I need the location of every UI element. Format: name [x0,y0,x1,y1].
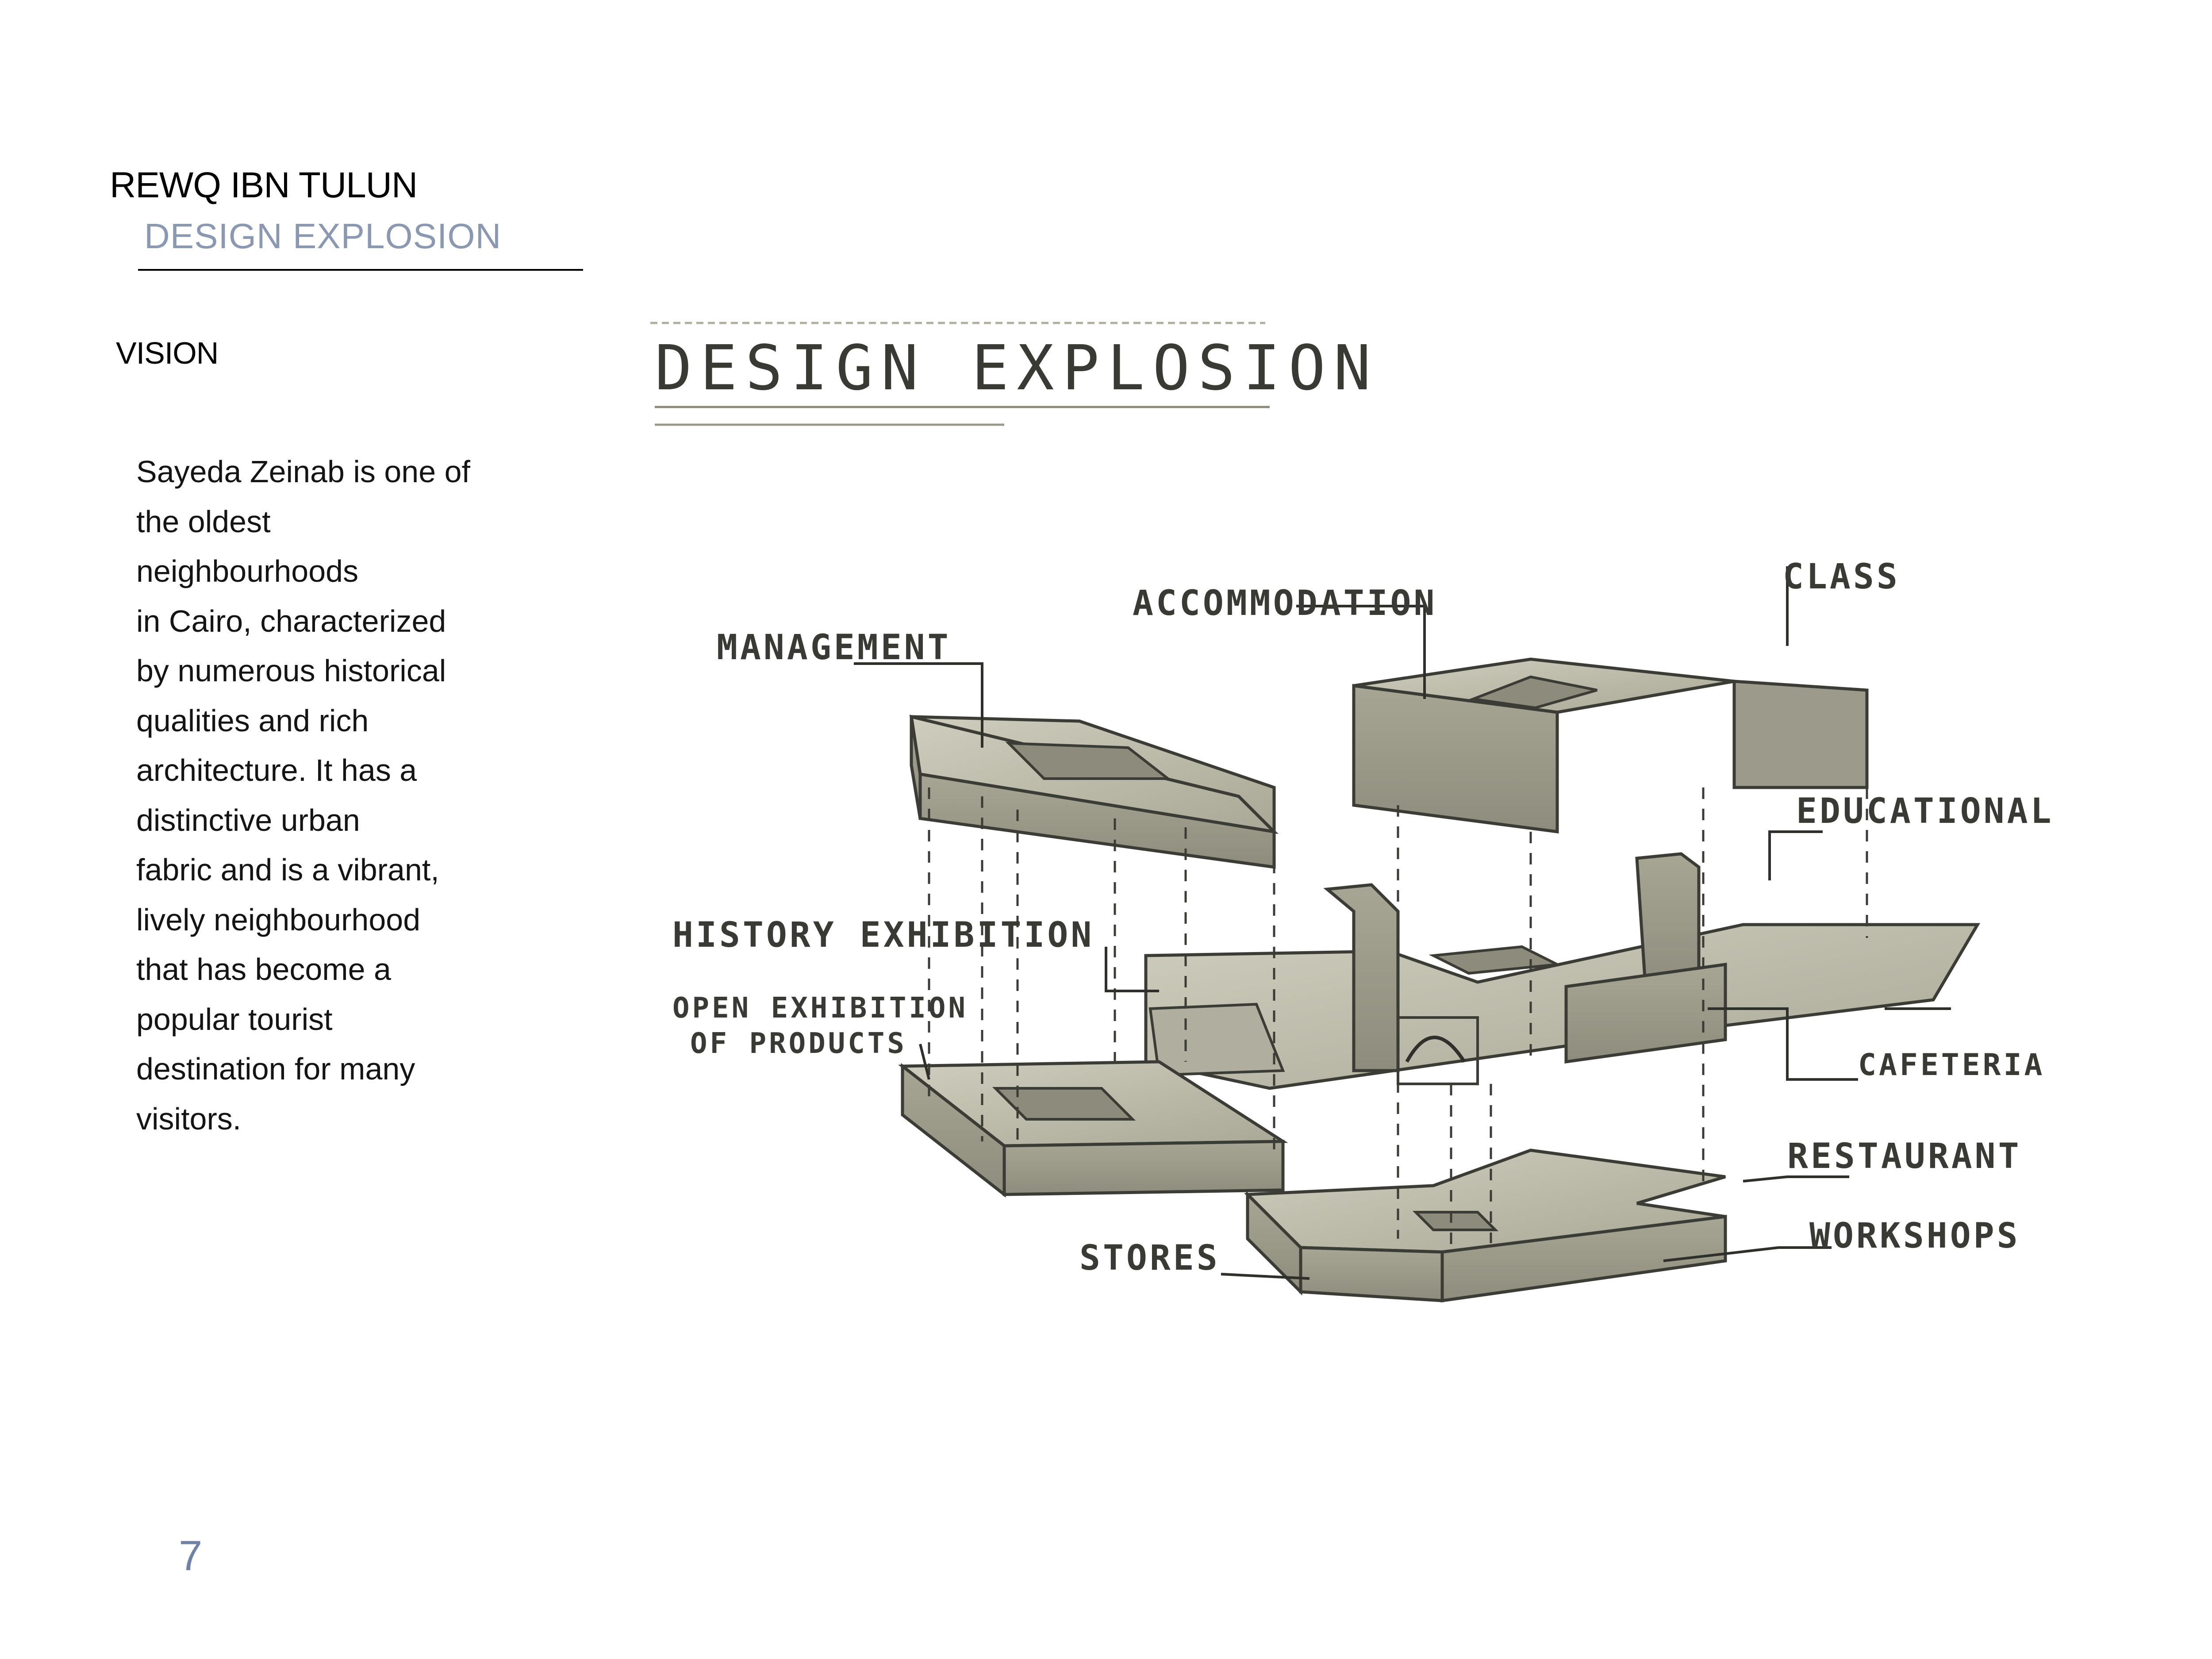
label-management: MANAGEMENT [717,628,951,668]
label-class: CLASS [1783,557,1900,597]
open-exhibition-block [898,1060,1288,1198]
label-of-products: OF PRODUCTS [690,1027,907,1060]
label-accommodation: ACCOMMODATION [1133,584,1437,623]
paragraph-line: by numerous historical [136,653,446,688]
header-title: REWQ IBN TULUN [110,165,418,205]
paragraph-line: Sayeda Zeinab is one of [136,454,470,489]
stores-workshops-block [1244,1148,1727,1303]
page-number: 7 [179,1532,203,1579]
paragraph-line: distinctive urban [136,803,360,837]
accommodation-class-block [1352,657,1869,833]
paragraph-line: that has become a [136,952,391,987]
paragraph-line: popular tourist [136,1002,333,1037]
paragraph-line: qualities and rich [136,703,369,738]
label-stores: STORES [1079,1238,1220,1278]
paragraph-line: in Cairo, characterized [136,603,446,638]
header-subtitle: DESIGN EXPLOSION [144,216,502,256]
management-block [909,714,1279,869]
label-educational: EDUCATIONAL [1796,791,2054,831]
paragraph-line: destination for many [136,1052,415,1086]
sketch-title-block: DESIGN EXPLOSION [650,322,1379,426]
paragraph-line: neighbourhoods [136,554,359,588]
sketch-title: DESIGN EXPLOSION [655,332,1379,404]
paragraph-line: the oldest [136,504,271,539]
label-history-exhibition: HISTORY EXHIBITION [672,915,1094,955]
section-heading-vision: VISION [116,336,219,370]
vision-paragraph: Sayeda Zeinab is one of the oldest neigh… [136,447,534,1144]
paragraph-line: lively neighbourhood [136,902,421,937]
label-workshops: WORKSHOPS [1809,1216,2020,1256]
paragraph-line: fabric and is a vibrant, [136,853,439,887]
paragraph-line: architecture. It has a [136,753,417,787]
leader-lines [854,566,1951,1280]
design-explosion-sketch: DESIGN EXPLOSION [650,322,2054,1303]
explosion-guide-lines [928,787,1868,1248]
label-cafeteria: CAFETERIA [1858,1048,2045,1083]
label-open-exhibition: OPEN EXHIBITION [672,992,968,1025]
header-divider [138,269,583,271]
label-restaurant: RESTAURANT [1787,1137,2022,1176]
paragraph-line: visitors. [136,1101,242,1136]
middle-complex-block [1144,852,1981,1090]
